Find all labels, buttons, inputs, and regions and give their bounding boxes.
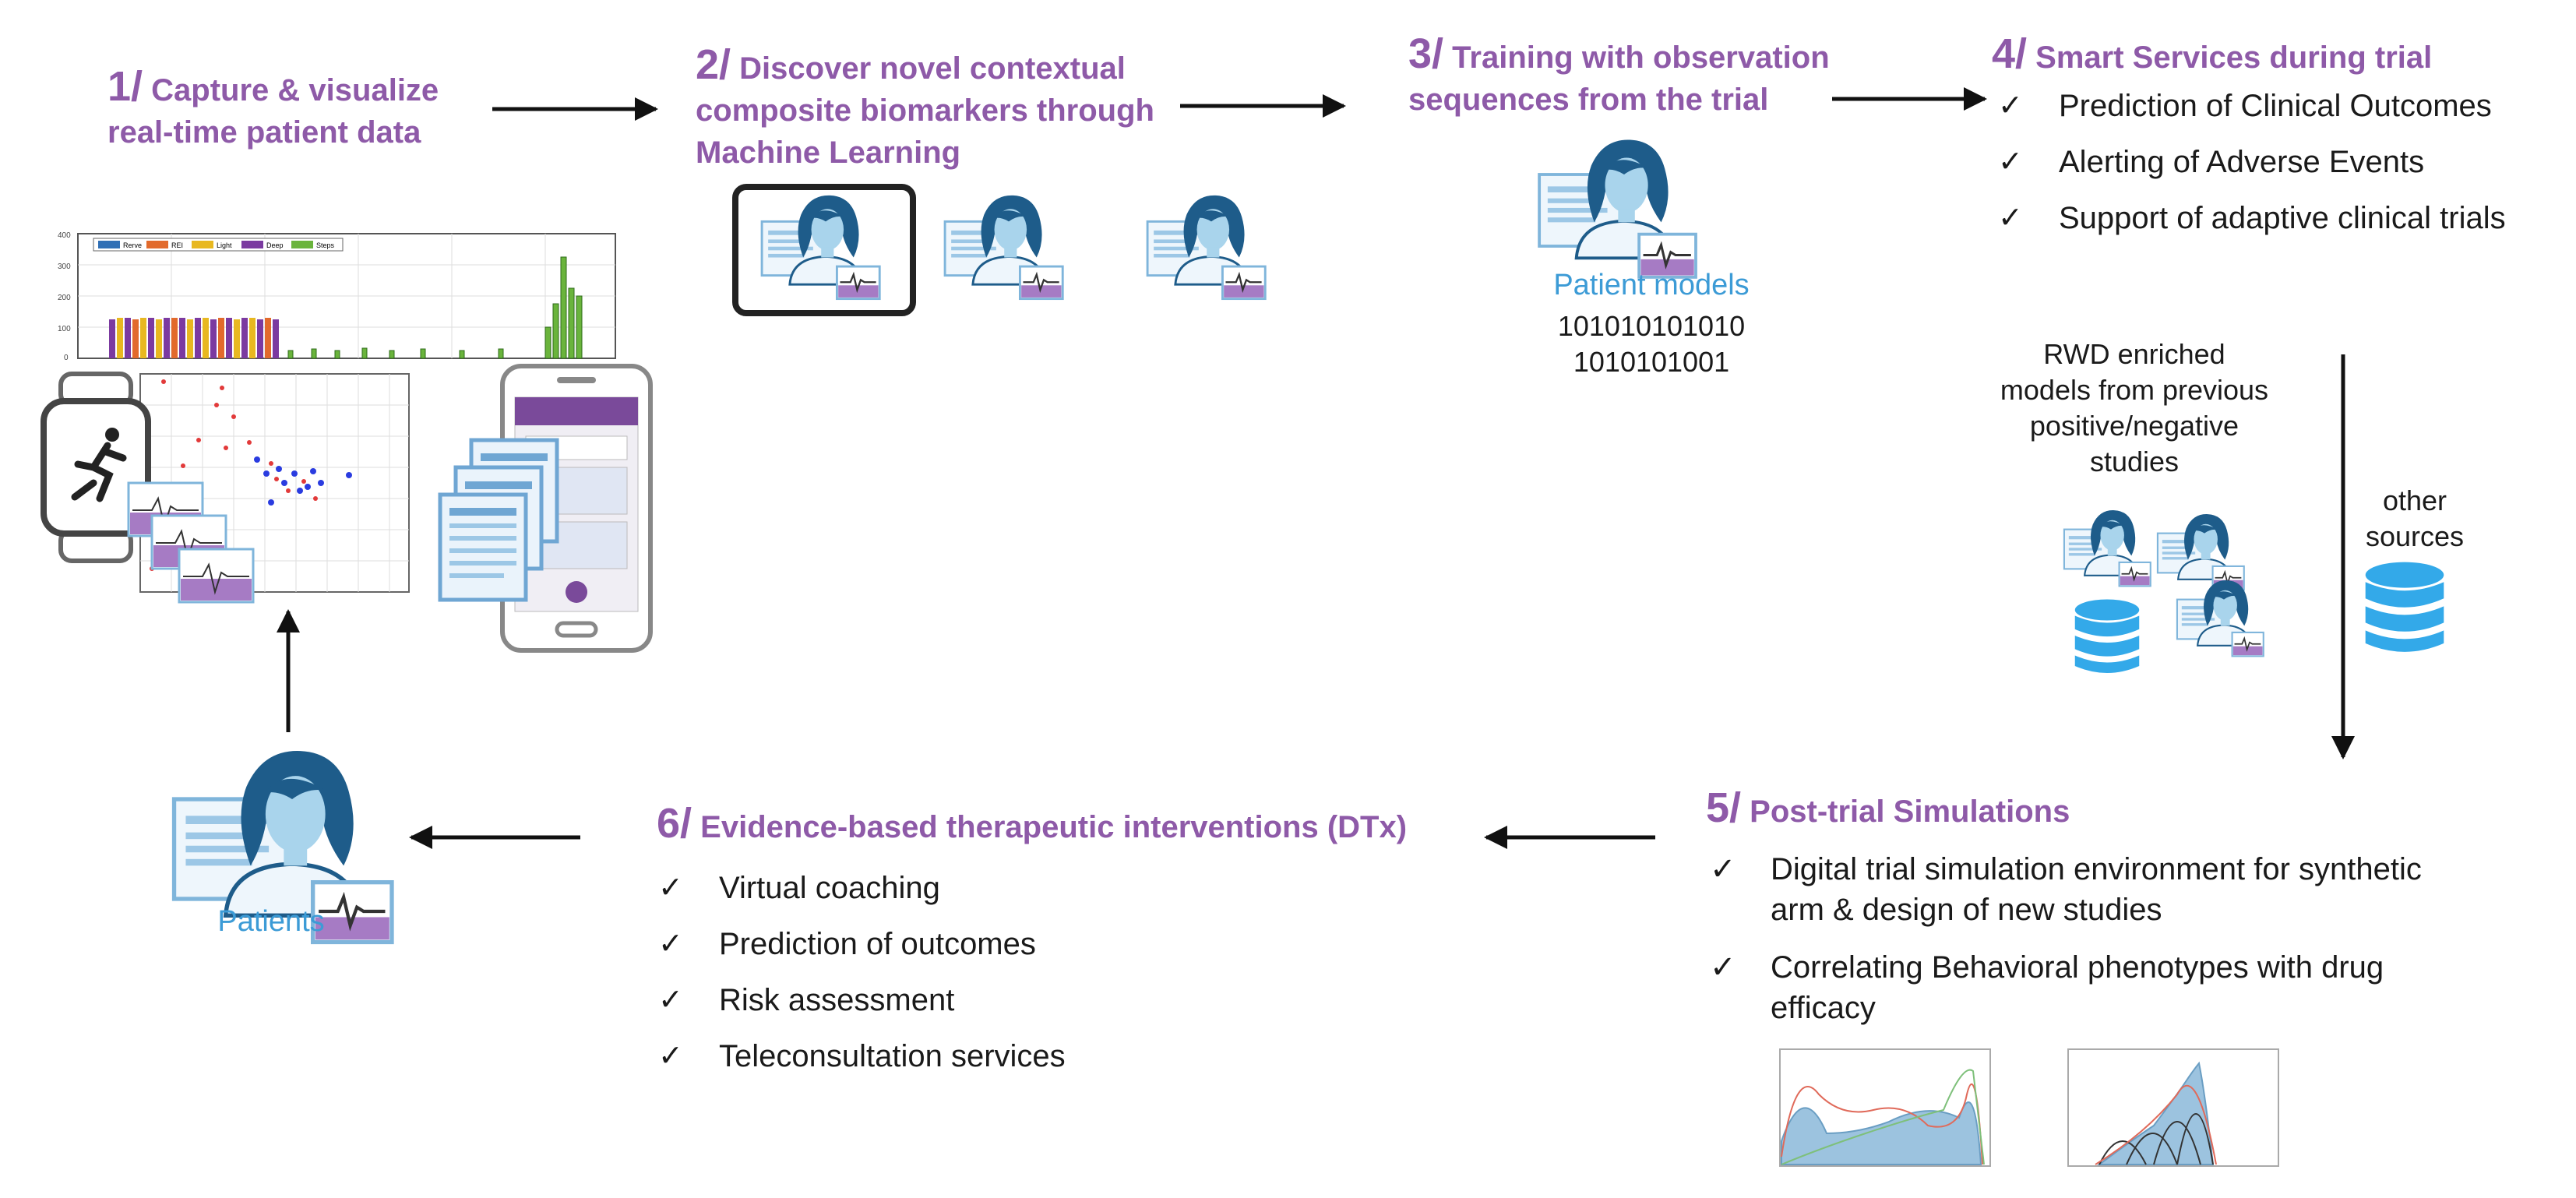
patient-icon (939, 190, 1079, 307)
check-icon: ✓ (1998, 202, 2023, 234)
step-3-title: 3/ Training with observation sequences f… (1408, 33, 1830, 121)
smartphone-icon (438, 364, 653, 653)
list-item: ✓ Virtual coaching (658, 860, 1066, 916)
steps-bars (287, 256, 583, 359)
item-label: Risk assessment (719, 983, 955, 1017)
other-line1: other (2382, 484, 2447, 516)
step-1-line2: real-time patient data (107, 115, 421, 150)
list-item: ✓ Correlating Behavioral phenotypes with… (1710, 947, 2422, 1028)
step-5-list: ✓ Digital trial simulation environment f… (1710, 849, 2422, 1028)
svg-text:400: 400 (58, 231, 71, 240)
item-label: Teleconsultation services (719, 1039, 1066, 1073)
patients-label: Patients (217, 905, 325, 938)
binary-line-1: 101010101010 (1557, 310, 1746, 342)
item-label: Prediction of Clinical Outcomes (2059, 89, 2492, 123)
legend-light: Light (217, 241, 232, 249)
step-5-title: 5/ Post-trial Simulations (1706, 787, 2070, 833)
step-4-number: 4/ (1992, 30, 2028, 77)
rwd-line4: studies (2089, 446, 2180, 477)
list-item: ✓ Risk assessment (658, 972, 1066, 1028)
step-2-line1: Discover novel contextual (739, 51, 1126, 86)
check-icon: ✓ (658, 928, 683, 960)
svg-text:100: 100 (58, 325, 71, 333)
step-2-title: 2/ Discover novel contextual composite b… (696, 44, 1154, 174)
legend-rerve: Rerve (123, 241, 142, 249)
item-label: Support of adaptive clinical trials (2059, 201, 2506, 235)
check-icon: ✓ (658, 1040, 683, 1073)
item-line1: Digital trial simulation environment for… (1771, 852, 2422, 886)
step-6-line1: Evidence-based therapeutic interventions… (700, 810, 1408, 844)
step-3-number: 3/ (1408, 30, 1444, 77)
step-6-title: 6/ Evidence-based therapeutic interventi… (657, 802, 1407, 848)
list-item: ✓ Teleconsultation services (658, 1028, 1066, 1084)
distribution-plot-1 (1779, 1048, 1991, 1167)
selected-patient-frame (732, 184, 916, 316)
rwd-label: RWD enriched models from previous positi… (1979, 336, 2290, 480)
list-item: ✓ Digital trial simulation environment f… (1710, 849, 2422, 930)
item-line1: Correlating Behavioral phenotypes with d… (1771, 950, 2384, 985)
patient-icon (1535, 132, 1714, 288)
rwd-line3: positive/negative (2029, 410, 2239, 442)
step-3-line1: Training with observation (1452, 41, 1830, 75)
step-3-line2: sequences from the trial (1408, 83, 1769, 117)
step-1-title: 1/ Capture & visualize real-time patient… (107, 65, 439, 153)
legend-steps: Steps (316, 241, 335, 249)
svg-text:300: 300 (58, 263, 71, 271)
chart-legend: Rerve REI Light Deep Steps (93, 238, 344, 252)
svg-text:0: 0 (64, 354, 69, 362)
list-item: ✓ Alerting of Adverse Events (1998, 134, 2506, 190)
step-4-line1: Smart Services during trial (2035, 41, 2433, 75)
list-item: ✓ Support of adaptive clinical trials (1998, 190, 2506, 246)
step-4-title: 4/ Smart Services during trial (1992, 33, 2432, 79)
other-line2: sources (2365, 520, 2465, 552)
item-line2: efficacy (1771, 991, 1876, 1025)
step-6-number: 6/ (657, 800, 692, 847)
svg-text:200: 200 (58, 294, 71, 302)
health-cards-stack (127, 481, 255, 604)
database-icon (2072, 596, 2142, 680)
step-2-number: 2/ (696, 41, 731, 88)
legend-rei: REI (171, 241, 183, 249)
rwd-line1: RWD enriched (2043, 338, 2225, 370)
item-label: Prediction of outcomes (719, 927, 1036, 961)
legend-deep: Deep (266, 241, 284, 249)
sleep-activity-bar-chart: 400 300 200 100 0 Rerve REI Light Deep Steps (58, 231, 616, 362)
database-icon (2362, 559, 2447, 659)
check-icon: ✓ (658, 984, 683, 1017)
other-sources-label: other sources (2337, 483, 2493, 555)
patient-icon (2060, 506, 2162, 592)
step-5-line1: Post-trial Simulations (1750, 795, 2070, 829)
data-visualization-collage: 400 300 200 100 0 Rerve REI Light Deep Steps (31, 226, 653, 654)
step-1-line1: Capture & visualize (151, 73, 439, 107)
step-6-list: ✓ Virtual coaching ✓ Prediction of outcome… (658, 860, 1066, 1084)
step-2-line2: composite biomarkers through (696, 93, 1154, 128)
distribution-plot-2 (2067, 1048, 2279, 1167)
list-item: ✓ Prediction of Clinical Outcomes (1998, 78, 2506, 134)
item-label: Alerting of Adverse Events (2059, 145, 2425, 179)
list-item: ✓ Prediction of outcomes (658, 916, 1066, 972)
rwd-line2: models from previous (2000, 374, 2269, 406)
smartwatch-icon (41, 372, 151, 563)
patient-models-label: Patient models (1553, 269, 1750, 301)
patient-icon (756, 190, 896, 307)
patient-icon (2173, 576, 2275, 662)
document-icons (438, 438, 559, 602)
check-icon: ✓ (1710, 852, 1736, 886)
step-4-list: ✓ Prediction of Clinical Outcomes ✓ Alerti… (1998, 78, 2506, 246)
patient-icon (1141, 190, 1281, 307)
step-5-number: 5/ (1706, 784, 1742, 831)
step-2-line3: Machine Learning (696, 136, 961, 170)
check-icon: ✓ (1710, 950, 1736, 985)
check-icon: ✓ (1998, 146, 2023, 178)
check-icon: ✓ (658, 872, 683, 904)
step-1-number: 1/ (107, 63, 143, 110)
binary-line-2: 1010101001 (1573, 346, 1730, 378)
check-icon: ✓ (1998, 90, 2023, 122)
item-line2: arm & design of new studies (1771, 893, 2162, 927)
item-label: Virtual coaching (719, 871, 940, 905)
stacked-sleep-bars (109, 318, 279, 358)
